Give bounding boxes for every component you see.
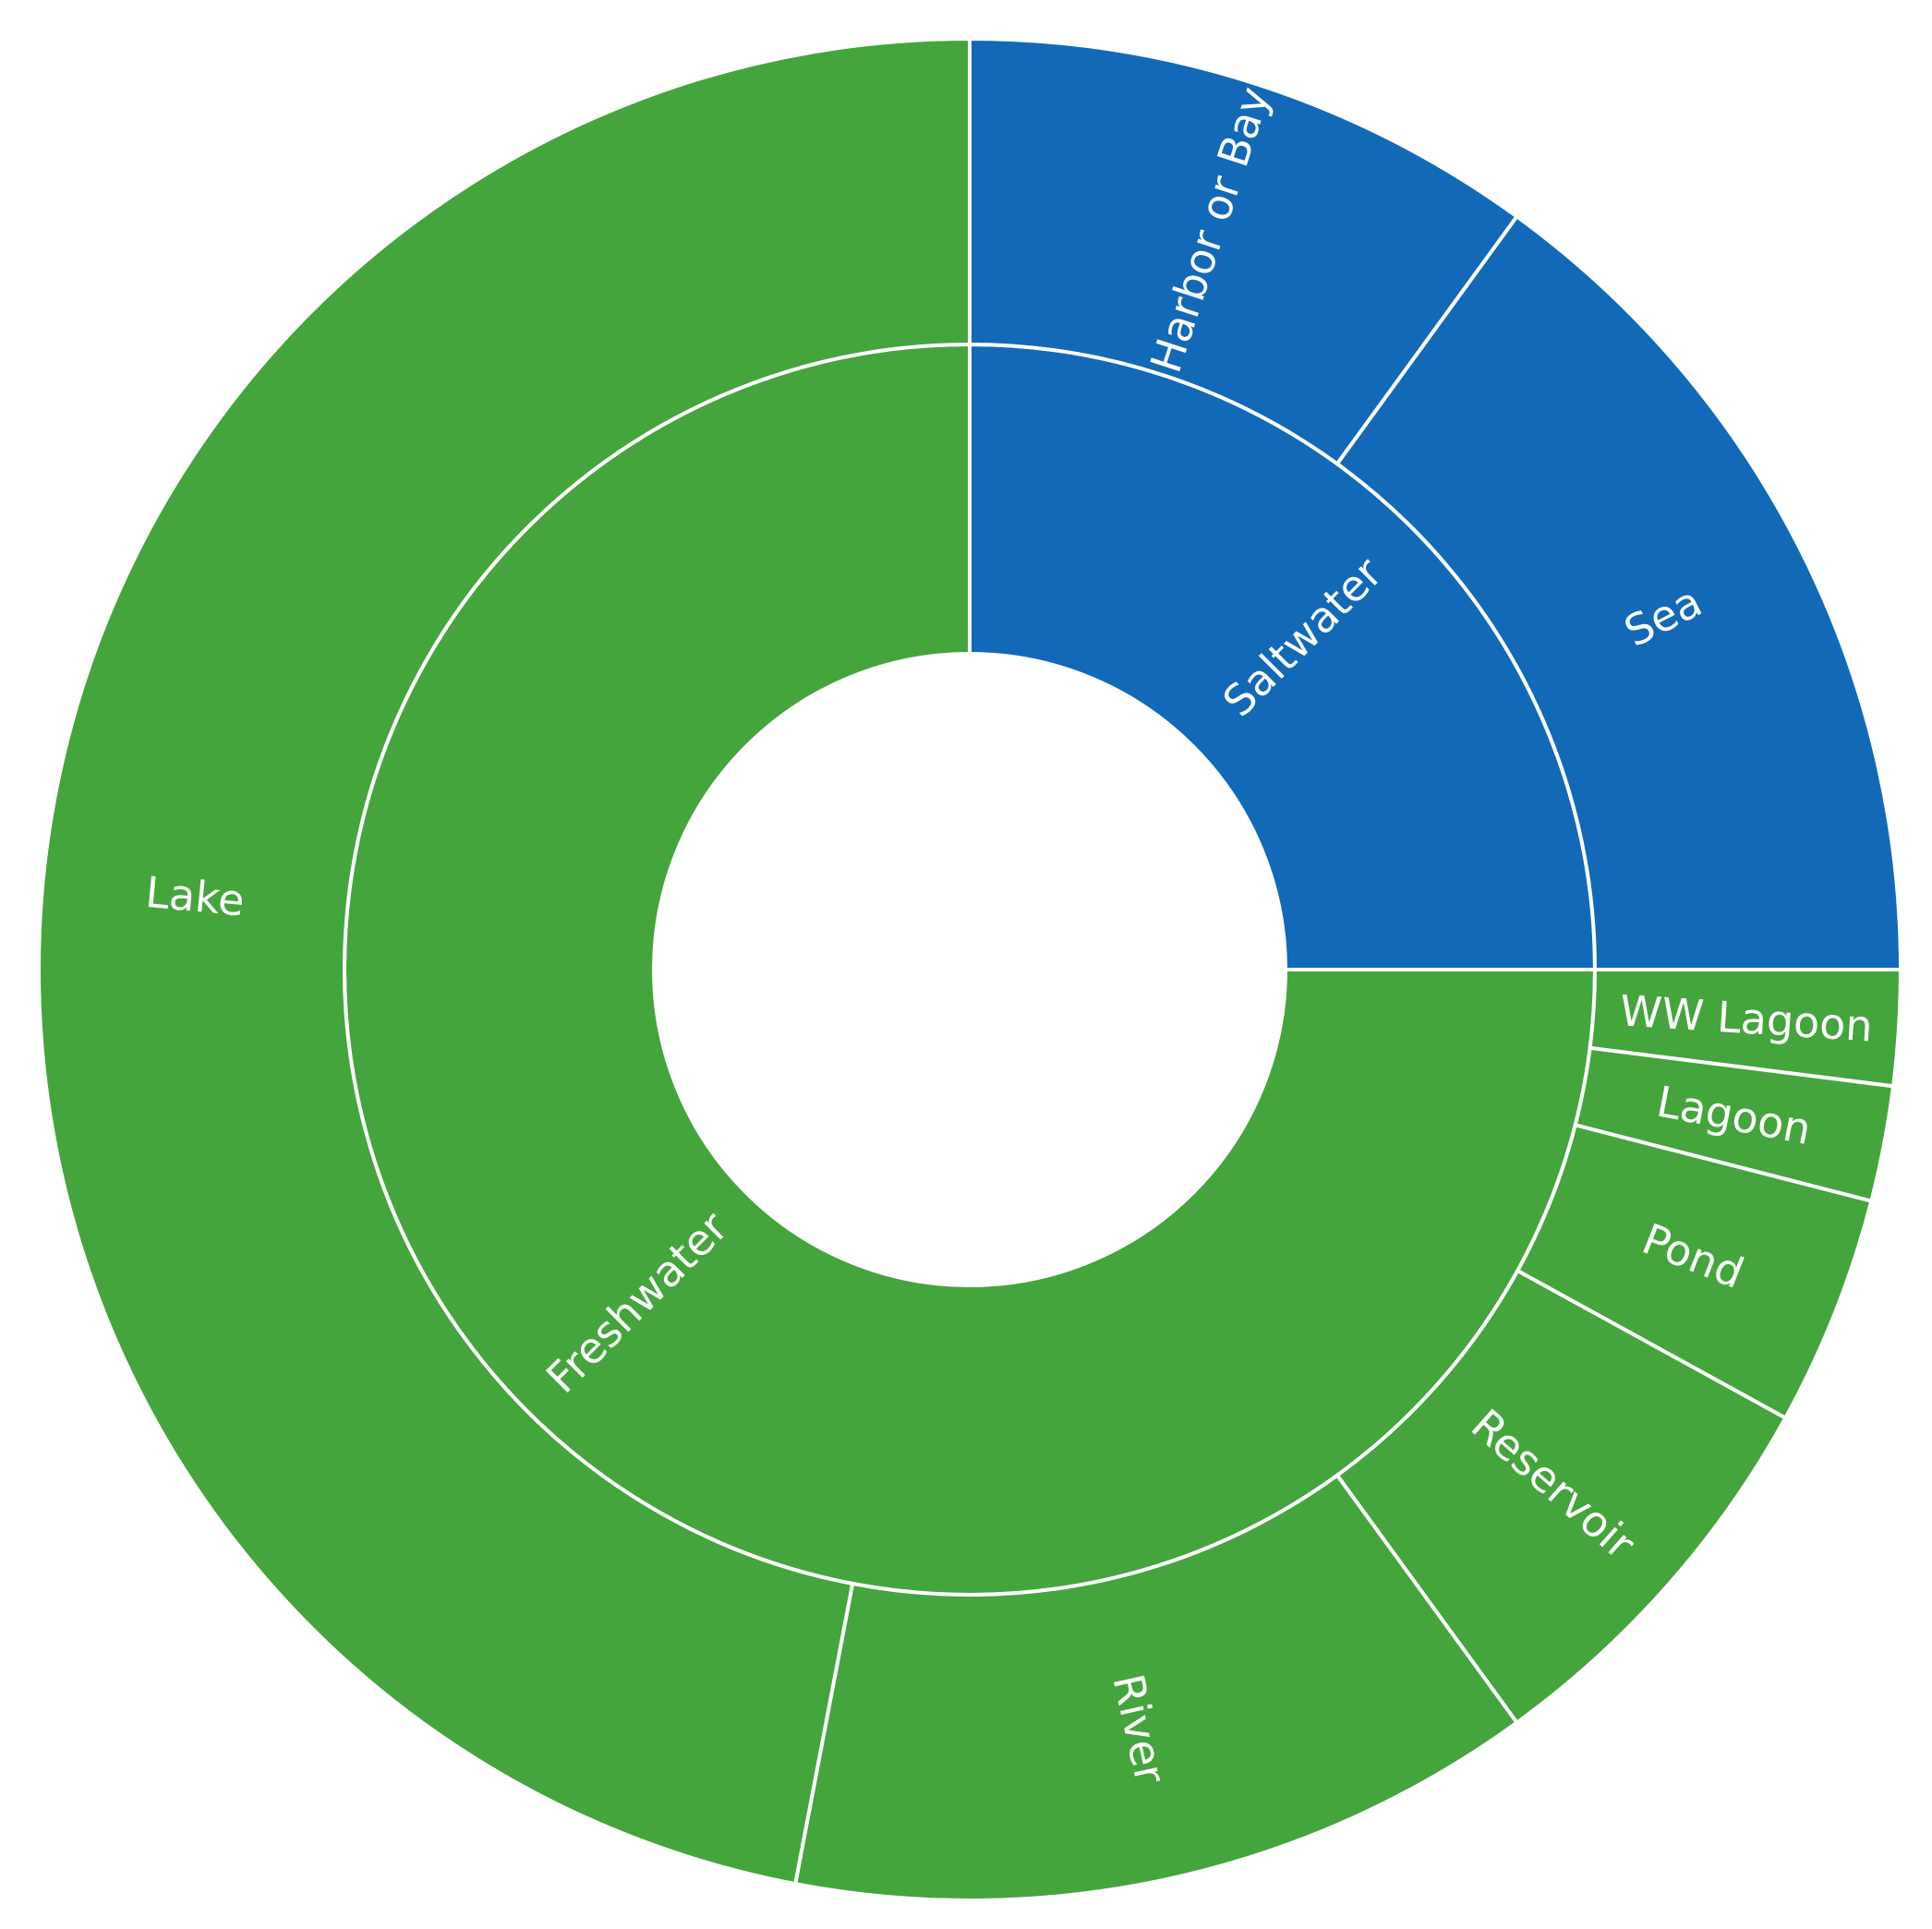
outer-segment-river[interactable] [792, 1472, 1520, 1902]
outer-segment-lake[interactable] [36, 36, 972, 1887]
inner-ring [343, 342, 1598, 1597]
outer-segment-sea[interactable] [1334, 213, 1903, 971]
label-lake: Lake [143, 867, 247, 926]
outer-ring [36, 36, 1903, 1902]
